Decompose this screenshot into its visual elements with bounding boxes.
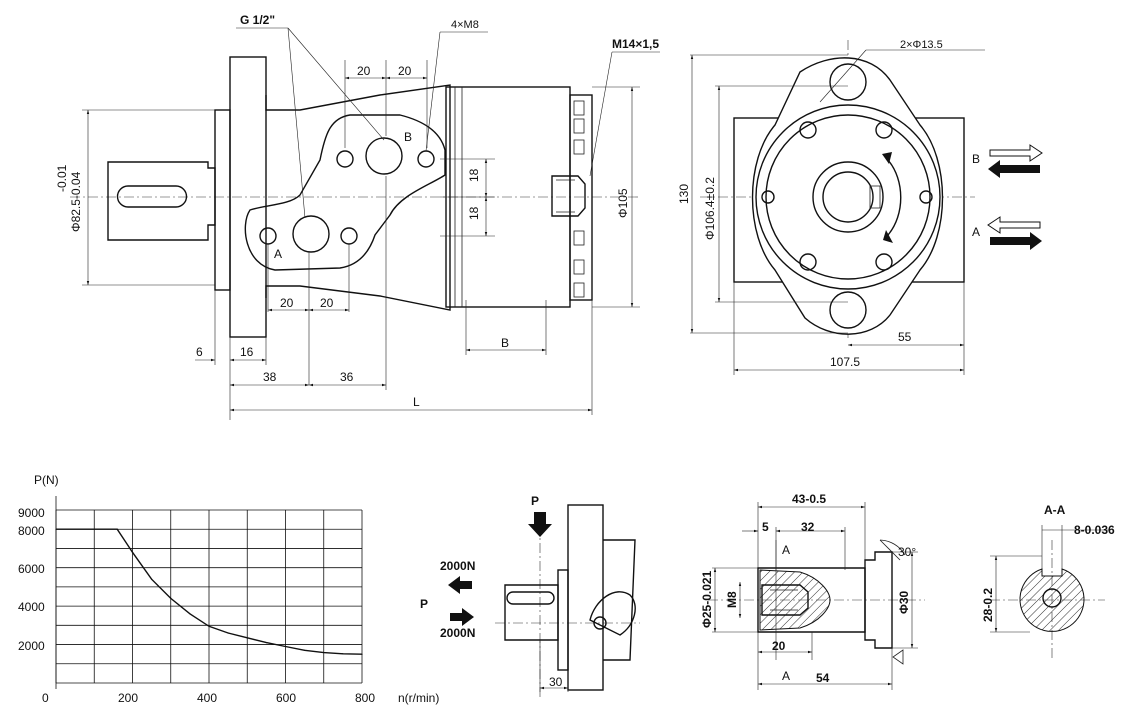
shaft-diameter: Φ25-0.021	[700, 570, 714, 628]
chart-data-point	[170, 597, 172, 600]
load-chart: P(N) n(r/min) 9000 8000 6000 4000 2000 0…	[18, 473, 439, 705]
pilot-tolerance: -0.01	[55, 164, 69, 192]
ytick-2000: 2000	[18, 639, 45, 653]
dim-18-lower: 18	[467, 206, 481, 220]
dim-l: L	[413, 395, 420, 409]
port-thread-label: G 1/2"	[240, 13, 275, 27]
load-curve-points	[55, 528, 363, 655]
dim-20-bottom-right: 20	[320, 296, 334, 310]
ytick-8000: 8000	[18, 524, 45, 538]
dim-20-shaft: 20	[772, 639, 786, 653]
dim-38: 38	[263, 370, 277, 384]
section-title: A-A	[1044, 503, 1066, 517]
ytick-9000: 9000	[18, 506, 45, 520]
flow-b-label: B	[972, 152, 980, 166]
section-a-a: A-A 8-0.036 28-0.2	[981, 503, 1115, 660]
dim-16: 16	[240, 345, 254, 359]
chart-data-point	[208, 625, 210, 627]
dim-20-bottom-left: 20	[280, 296, 294, 310]
dim-b: B	[501, 336, 509, 350]
thread-m8: M8	[725, 591, 739, 608]
chart-data-point	[131, 551, 134, 553]
dim-5: 5	[762, 520, 769, 534]
flow-a-label: A	[972, 225, 980, 239]
chart-data-point	[361, 653, 363, 655]
bolt-circle-dia: Φ106.4±0.2	[703, 177, 717, 240]
shaft-detail: 43-0.5 5 32 30° A A M8 Φ25-0.021 Φ30 20 …	[700, 492, 925, 690]
force-p-left: P	[420, 597, 428, 611]
height-130: 130	[677, 184, 691, 204]
key-width: 8-0.036	[1074, 523, 1115, 537]
dim-30: 30	[549, 675, 563, 689]
force-upper: 2000N	[440, 559, 475, 573]
ytick-6000: 6000	[18, 562, 45, 576]
dim-6: 6	[196, 345, 203, 359]
port-b-label: B	[404, 130, 412, 144]
front-view: G 1/2" 4×M8 M14×1,5 B A 20 20 18 18 20 2…	[55, 13, 660, 420]
dim-20-top-right: 20	[398, 64, 412, 78]
side-view: 2×Φ13.5 130 Φ106.4±0.2 55 107.5 B A	[677, 39, 1043, 375]
drain-thread-label: M14×1,5	[612, 37, 659, 51]
dim-54: 54	[816, 671, 830, 685]
chart-grid	[55, 496, 363, 689]
chart-data-point	[265, 642, 267, 644]
body-diameter-30: Φ30	[897, 590, 911, 614]
dim-18-upper: 18	[467, 168, 481, 182]
chamfer-angle: 30°	[898, 545, 916, 559]
hole-spec-label: 2×Φ13.5	[900, 39, 943, 51]
chart-data-point	[284, 645, 287, 648]
chart-y-label: P(N)	[34, 473, 59, 487]
section-a-top: A	[782, 543, 790, 557]
pilot-diameter: Φ82.5-0.04	[69, 171, 83, 232]
chart-data-point	[116, 528, 118, 530]
xtick-0: 0	[42, 691, 49, 705]
dim-20-top-left: 20	[357, 64, 371, 78]
chart-data-point	[323, 652, 325, 654]
body-diameter: Φ105	[616, 188, 630, 218]
chart-x-label: n(r/min)	[398, 691, 439, 705]
chart-data-point	[227, 632, 229, 634]
chart-data-point	[342, 653, 344, 655]
xtick-200: 200	[118, 691, 138, 705]
dim-43: 43-0.5	[792, 492, 826, 506]
chart-data-point	[246, 637, 248, 639]
section-a-bottom: A	[782, 669, 790, 683]
key-height: 28-0.2	[981, 588, 995, 622]
xtick-400: 400	[197, 691, 217, 705]
mount-thread-label: 4×M8	[451, 19, 479, 31]
port-a-label: A	[274, 247, 282, 261]
dim-32: 32	[801, 520, 815, 534]
ytick-4000: 4000	[18, 600, 45, 614]
xtick-800: 800	[355, 691, 375, 705]
width-107-5: 107.5	[830, 355, 860, 369]
dim-36: 36	[340, 370, 354, 384]
chart-data-point	[189, 613, 191, 615]
force-lower: 2000N	[440, 626, 475, 640]
width-55: 55	[898, 330, 912, 344]
force-p-top: P	[531, 494, 539, 508]
xtick-600: 600	[276, 691, 296, 705]
chart-data-point	[304, 649, 306, 651]
shaft-load-diagram: P P 2000N 2000N 30	[420, 494, 640, 700]
chart-data-point	[151, 578, 153, 580]
chart-data-point	[55, 528, 57, 530]
